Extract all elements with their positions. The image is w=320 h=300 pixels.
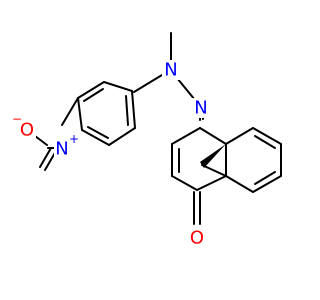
bond-c8-c7: [252, 127, 282, 145]
bond-ar-2: [77, 81, 105, 99]
structure-canvas: N N N + O − O: [12, 32, 282, 249]
ketone-o-label: O: [190, 228, 204, 249]
mask-n1: [162, 60, 180, 80]
atom-label-layer: N N N + O − O: [12, 60, 210, 249]
bond-c4-c4a: [196, 175, 227, 191]
bond-c1-c8a: [199, 127, 227, 145]
bond-layer: [34, 32, 282, 225]
bond-n-aryl: [133, 74, 163, 93]
bond-ar-5: [108, 127, 136, 146]
bond-ar-4: [81, 129, 110, 146]
molecule-diagram: N N N + O − O: [12, 32, 282, 249]
bond-c6-c5-double: [254, 171, 276, 185]
nitro-n-charge: +: [69, 132, 79, 146]
bond-ar-6: [131, 90, 136, 129]
bond-c3-c4: [171, 175, 198, 191]
bond-bridge-wedge: [200, 144, 226, 168]
mask-ketone-o: [188, 226, 206, 248]
mask-nitro-o: [18, 120, 36, 140]
bond-bridge-ch2: [201, 164, 227, 177]
bond-ar-3: [77, 97, 83, 131]
bond-ar-1: [103, 81, 133, 92]
bond-nitro-o-minus: [34, 135, 48, 146]
mask-nitro-n: [54, 139, 72, 159]
bond-c6-c5: [252, 175, 282, 193]
bond-c1-c2: [171, 127, 201, 145]
mask-n2: [192, 98, 210, 118]
bond-ar-inner-3: [125, 95, 129, 126]
bond-ar-inner-1: [83, 88, 104, 102]
bond-n-n: [176, 77, 196, 101]
nitro-o-charge: −: [12, 112, 22, 126]
bond-c8a-c8: [225, 127, 254, 145]
nitro-o-label: O: [20, 120, 34, 141]
bond-c8-c7-double: [254, 135, 276, 149]
bond-nitro-o-double-a: [39, 147, 52, 168]
hydrazone-n1-label: N: [164, 60, 177, 81]
nitro-n-label: N: [55, 139, 68, 160]
hydrazone-n2-label: N: [194, 98, 207, 119]
bond-c5-c4a: [225, 175, 254, 193]
bond-ar-inner-2: [87, 126, 109, 139]
bond-ar-nitro: [61, 97, 79, 126]
